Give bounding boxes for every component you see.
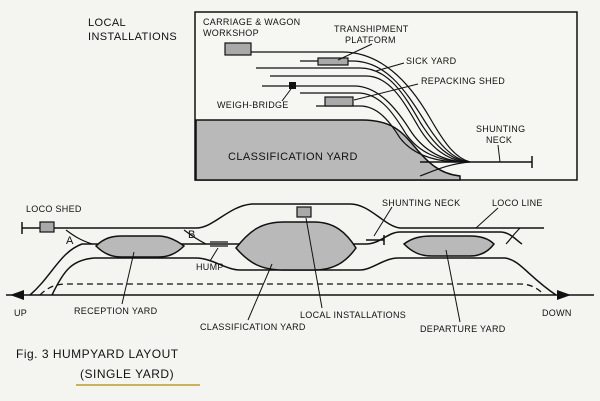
link-a-crossover — [65, 229, 93, 245]
main-layout: LOCO SHED A B HUMP SHUNTING NECK LOCO LI… — [6, 198, 594, 334]
inset-siding-weighbridge — [262, 85, 463, 163]
reception-yard-label: RECEPTION YARD — [74, 306, 158, 316]
tranship-label-line2: PLATFORM — [345, 35, 396, 45]
repacking-shed-building — [324, 96, 354, 107]
hump-label: HUMP — [196, 262, 224, 272]
reception-yard — [94, 235, 186, 258]
sick-yard-label: SICK YARD — [406, 56, 457, 66]
up-label: UP — [14, 308, 27, 318]
leader-repacking — [353, 83, 419, 101]
classification-yard-label: CLASSIFICATION YARD — [200, 322, 306, 332]
workshop-label-line1: CARRIAGE & WAGON — [203, 17, 300, 27]
right-exit-link — [505, 227, 521, 245]
inset-siding-workshop — [240, 51, 471, 163]
link-b-crossover — [183, 229, 207, 245]
inset-siding-yard — [419, 161, 471, 177]
repacking-shed-label: REPACKING SHED — [421, 76, 505, 86]
inset-shunting-label-line2: NECK — [486, 135, 512, 145]
inset-siding-sick-1 — [256, 67, 467, 163]
leader-sick-yard — [375, 62, 405, 72]
leader-departure-yard — [445, 249, 461, 323]
inset-classification-yard-label: CLASSIFICATION YARD — [228, 151, 358, 163]
weigh-bridge-label: WEIGH-BRIDGE — [217, 100, 289, 110]
weigh-bridge-block — [289, 82, 296, 89]
loco-line — [22, 203, 544, 229]
yard-track-lower — [51, 257, 557, 296]
workshop-building — [224, 42, 252, 56]
caption: Fig. 3 HUMPYARD LAYOUT (SINGLE YARD) — [16, 347, 200, 386]
inset-shunting-label-line1: SHUNTING — [476, 124, 525, 134]
workshop-label-line2: WORKSHOP — [203, 28, 259, 38]
local-installations-heading-line1: LOCAL — [88, 17, 126, 29]
dashed-through-line — [39, 283, 545, 296]
down-arrow — [557, 290, 571, 300]
loco-shed-label: LOCO SHED — [26, 204, 82, 214]
leader-loco-line — [475, 207, 499, 229]
inset-siding-sick-2 — [270, 75, 465, 163]
main-classification-yard — [235, 221, 357, 271]
loco-line-label: LOCO LINE — [492, 198, 543, 208]
point-b-label: B — [188, 229, 196, 241]
point-a-label: A — [66, 235, 74, 247]
leader-shunting-neck — [373, 206, 393, 237]
inset-siding-tranship — [300, 60, 469, 163]
caption-line1: Fig. 3 HUMPYARD LAYOUT — [16, 347, 179, 361]
leader-tranship — [337, 43, 373, 61]
local-installations-label: LOCAL INSTALLATIONS — [300, 310, 406, 320]
loco-shed-building — [39, 221, 55, 233]
leader-classification-yard — [247, 263, 273, 321]
leader-hump — [209, 247, 219, 262]
up-arrow — [10, 290, 24, 300]
leader-reception-yard — [121, 251, 135, 305]
inset-classification-yard — [195, 119, 461, 181]
tranship-platform — [317, 57, 349, 66]
departure-yard-label: DEPARTURE YARD — [420, 324, 506, 334]
inset-siding-low — [316, 105, 457, 163]
leader-local-installations — [305, 217, 323, 309]
local-installations-heading-line2: INSTALLATIONS — [88, 31, 177, 43]
local-installations-block — [296, 206, 312, 218]
inset-panel: CARRIAGE & WAGON WORKSHOP TRANSHIPMENT P… — [194, 11, 578, 181]
down-label: DOWN — [542, 308, 572, 318]
leader-inset-neck — [497, 144, 501, 163]
tranship-label-line1: TRANSHIPMENT — [334, 24, 409, 34]
caption-line2: (SINGLE YARD) — [80, 367, 174, 381]
shunting-neck-label: SHUNTING NECK — [382, 198, 460, 208]
leader-weigh-bridge — [281, 88, 292, 102]
departure-yard — [402, 235, 495, 257]
